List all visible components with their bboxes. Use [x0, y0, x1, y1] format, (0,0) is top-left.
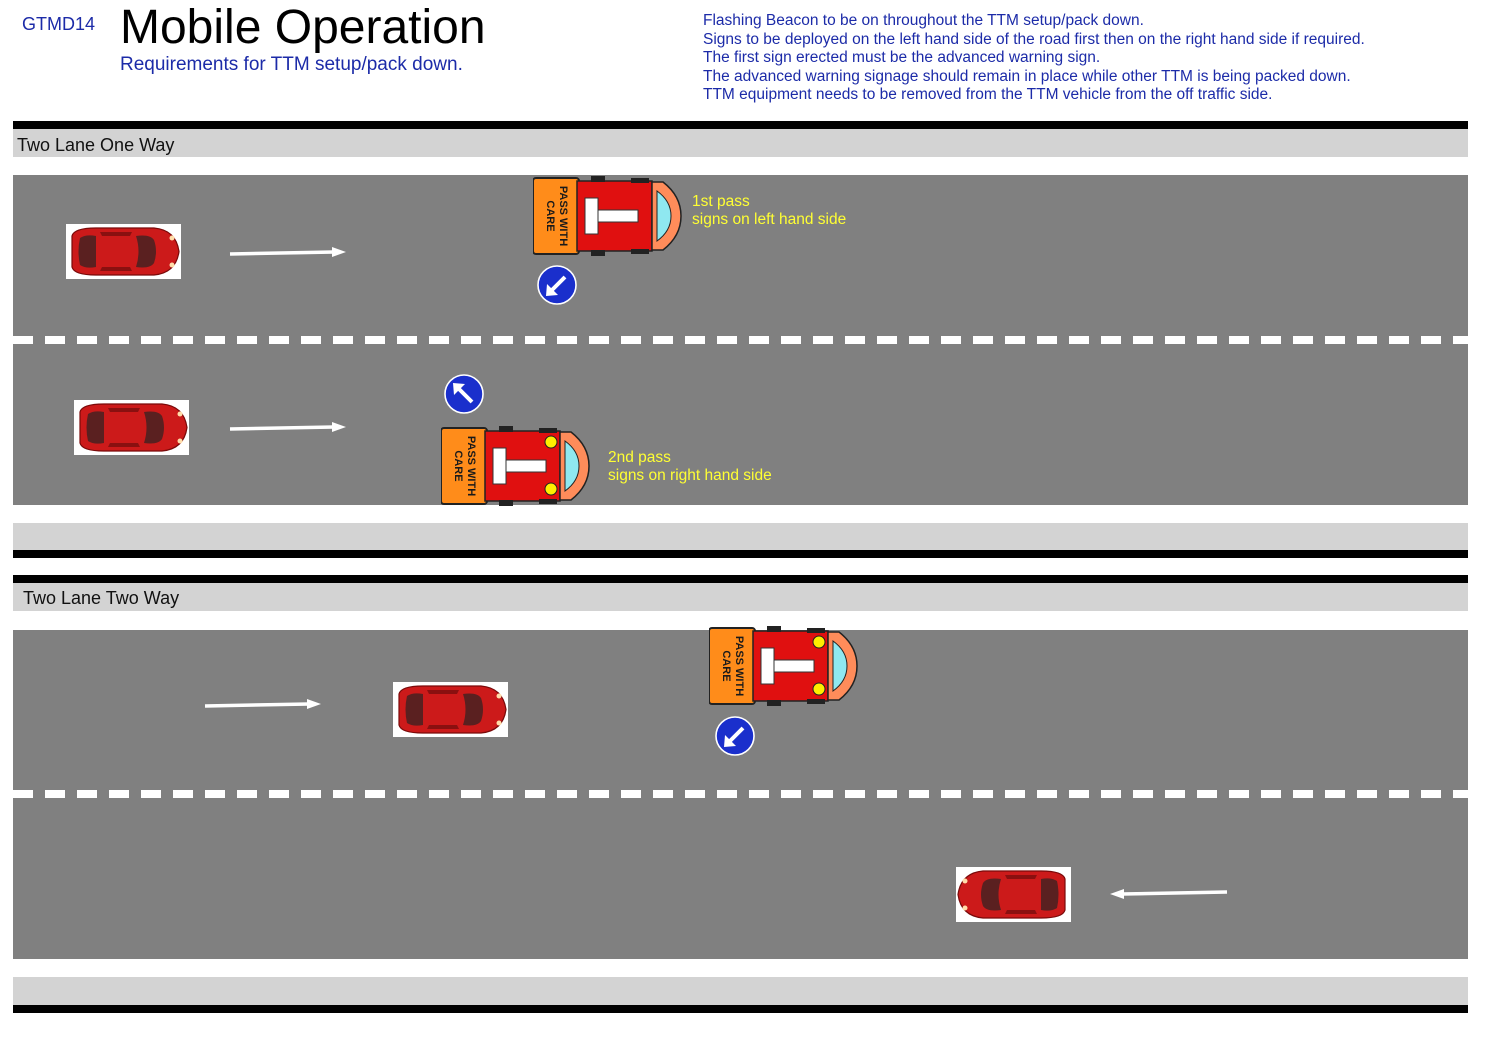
road-edge-line — [13, 1005, 1468, 1013]
page-title: Mobile Operation — [120, 1, 486, 54]
note-item: The first sign erected must be the advan… — [703, 49, 1101, 67]
car-icon — [956, 867, 1071, 922]
road-edge-line — [13, 550, 1468, 558]
truck-sign-text: CARE — [720, 650, 732, 681]
car-icon — [66, 224, 181, 279]
note-item: Signs to be deployed on the left hand si… — [703, 30, 1365, 48]
pass-title: 1st pass — [692, 193, 750, 210]
note-item: TTM equipment needs to be removed from t… — [703, 86, 1273, 104]
truck-sign-text: CARE — [544, 200, 556, 231]
ttm-vehicle-icon: PASS WITH CARE — [441, 426, 591, 506]
keep-left-sign-icon — [537, 265, 577, 305]
lane-divider — [13, 336, 1468, 344]
direction-arrow-icon — [204, 699, 321, 709]
section-label-one-way: Two Lane One Way — [17, 135, 175, 155]
pass-title: 2nd pass — [608, 449, 671, 466]
note-item: The advanced warning signage should rema… — [703, 67, 1351, 85]
car-icon — [393, 682, 508, 737]
page-subtitle: Requirements for TTM setup/pack down. — [120, 54, 463, 75]
section-label-two-way: Two Lane Two Way — [23, 588, 180, 608]
truck-sign-text: PASS WITH — [557, 186, 569, 246]
requirements-notes: Flashing Beacon to be on throughout the … — [703, 12, 1365, 105]
car-icon — [74, 400, 189, 455]
verge — [13, 583, 1468, 611]
note-item: Flashing Beacon to be on throughout the … — [703, 12, 1144, 29]
road-edge-line — [13, 121, 1468, 129]
pass-annotation: 2nd pass signs on right hand side — [608, 449, 772, 485]
keep-left-sign-icon — [715, 716, 755, 756]
verge — [13, 523, 1468, 550]
ttm-vehicle-icon: PASS WITH CARE — [709, 626, 859, 706]
truck-sign-text: PASS WITH — [465, 436, 477, 496]
ttm-vehicle-icon: PASS WITH CARE — [533, 176, 683, 256]
pass-annotation: 1st pass signs on left hand side — [692, 193, 846, 229]
truck-sign-text: PASS WITH — [733, 636, 745, 696]
direction-arrow-icon — [1110, 889, 1228, 899]
drawing-code: GTMD14 — [22, 14, 96, 34]
verge — [13, 977, 1468, 1005]
pass-detail: signs on right hand side — [608, 467, 772, 484]
verge — [13, 129, 1468, 157]
pass-detail: signs on left hand side — [692, 211, 847, 228]
road-edge-line — [13, 575, 1468, 583]
keep-right-sign-icon — [444, 374, 484, 414]
lane-divider — [13, 790, 1468, 798]
direction-arrow-icon — [229, 247, 346, 257]
truck-sign-text: CARE — [452, 450, 464, 481]
direction-arrow-icon — [229, 422, 346, 432]
